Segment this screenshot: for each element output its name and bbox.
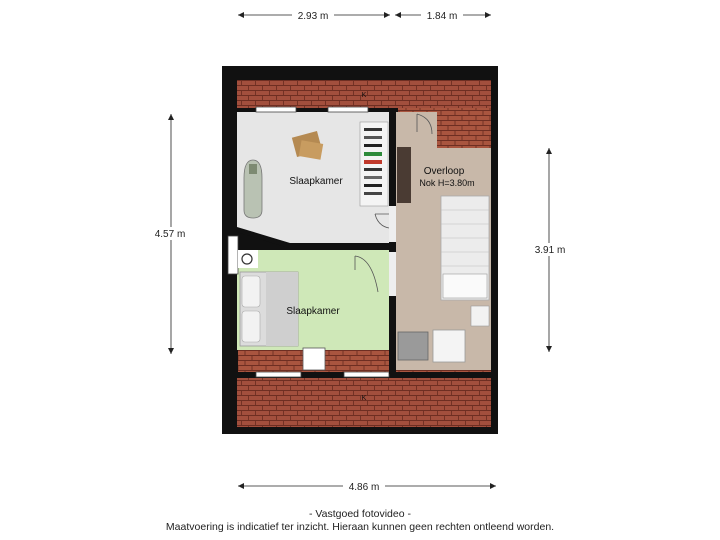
door-swing xyxy=(354,255,379,293)
dimension-left: 4.57 m xyxy=(150,114,190,354)
roof-tiles-bottom xyxy=(237,378,491,427)
cabinet-icon xyxy=(470,305,490,327)
dimension-bottom: 4.86 m xyxy=(238,480,496,493)
skylight-window xyxy=(327,106,369,113)
bed-icon xyxy=(239,271,299,347)
cabinet-icon xyxy=(397,147,411,203)
interior-wall xyxy=(236,228,389,248)
room-label-bedroom-top: Slaapkamer xyxy=(289,176,343,187)
ridge-height-label: Nok H=3.80m xyxy=(419,178,474,188)
box-icon xyxy=(291,130,324,160)
washbasin-icon xyxy=(241,253,253,265)
roof-mark-bottom: K xyxy=(362,395,367,402)
roof-tiles-top xyxy=(237,80,491,108)
door-swing xyxy=(374,213,390,229)
dimension-label: 2.93 m xyxy=(298,11,329,22)
door-opening xyxy=(389,206,396,242)
footer-credit: - Vastgoed fotovideo - xyxy=(309,508,411,520)
staircase-icon xyxy=(440,195,490,301)
ironing-board-icon xyxy=(243,159,263,219)
dimension-top-right: 1.84 m xyxy=(395,9,491,22)
room-label-landing: Overloop xyxy=(424,166,465,177)
skylight-window xyxy=(255,106,297,113)
door-swing xyxy=(416,113,433,135)
dimension-label: 4.86 m xyxy=(349,482,380,493)
skylight-window xyxy=(255,371,302,378)
roof-hatch xyxy=(302,347,326,371)
room-label-bedroom-bottom: Slaapkamer xyxy=(286,306,340,317)
wall-window xyxy=(227,235,239,275)
dimension-top-left: 2.93 m xyxy=(238,9,390,22)
wardrobe-icon xyxy=(359,121,389,207)
dryer-icon xyxy=(432,329,466,363)
dimension-label: 3.91 m xyxy=(535,245,566,256)
dimension-right: 3.91 m xyxy=(529,148,571,352)
dimension-label: 4.57 m xyxy=(155,229,186,240)
footer-disclaimer: Maatvoering is indicatief ter inzicht. H… xyxy=(165,521,555,533)
dimension-label: 1.84 m xyxy=(427,11,458,22)
door-opening xyxy=(389,252,396,296)
skylight-window xyxy=(343,371,390,378)
bedroom-top-floor xyxy=(237,112,389,243)
washing-machine-icon xyxy=(397,331,429,361)
sink-area xyxy=(238,250,258,268)
roof-mark-top: K xyxy=(362,92,367,99)
